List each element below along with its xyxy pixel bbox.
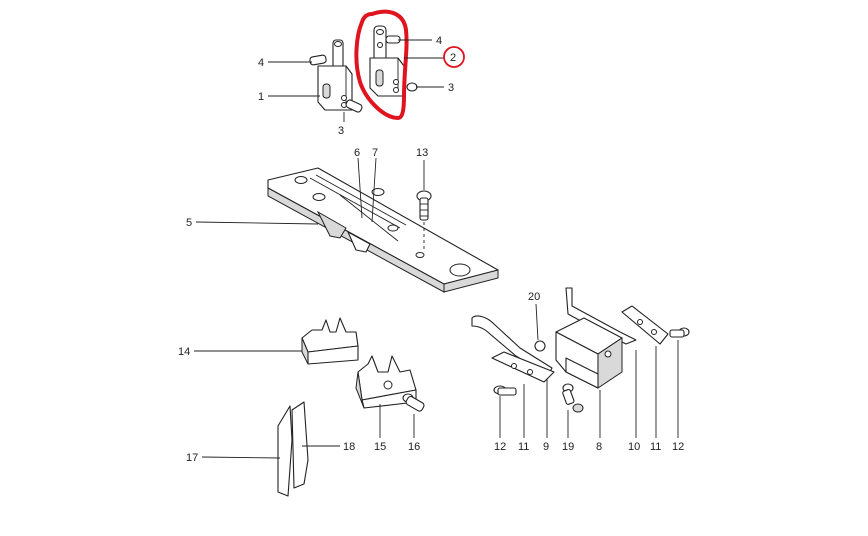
callout-17: 17 <box>186 452 198 464</box>
block-part-8: 8 <box>555 287 637 453</box>
callout-20: 20 <box>528 291 540 303</box>
callout-group-5: 5 6 7 <box>186 147 378 229</box>
callout-16: 16 <box>408 441 420 453</box>
guide-block-part-14: 14 <box>178 317 359 365</box>
callout-11b: 11 <box>650 441 661 453</box>
hinge-block-part-2 <box>369 25 418 97</box>
callout-2-circle <box>443 46 465 68</box>
callout-13: 13 <box>416 147 428 159</box>
plate-part-11-right: 11 <box>621 305 669 453</box>
callout-1: 1 <box>258 91 264 103</box>
plate-part-11-left: 11 <box>491 351 555 453</box>
callout-10: 10 <box>628 441 640 453</box>
callout-5: 5 <box>186 217 192 229</box>
callout-8: 8 <box>596 441 602 453</box>
blade-part-17: 17 <box>186 405 293 497</box>
callout-3b: 3 <box>448 82 454 94</box>
callout-2: 2 <box>450 52 456 64</box>
red-highlight-loop <box>354 9 409 121</box>
callout-4a: 4 <box>258 57 264 69</box>
callout-11a: 11 <box>518 441 529 453</box>
callout-9: 9 <box>543 441 549 453</box>
callout-12b: 12 <box>672 441 684 453</box>
callout-6: 6 <box>354 147 360 159</box>
callout-4b: 4 <box>436 35 442 47</box>
hinge-block-part-1 <box>309 39 363 113</box>
screw-part-12-right: 12 <box>669 327 690 453</box>
throat-plate-part-5 <box>267 167 499 293</box>
screw-part-19: 19 <box>562 383 584 453</box>
screw-part-12-left: 12 <box>493 385 517 453</box>
callout-group-2: 4 2 3 <box>398 35 465 94</box>
screw-part-16: 16 <box>402 393 425 453</box>
callout-15: 15 <box>374 441 386 453</box>
guide-block-part-15: 15 <box>355 355 417 453</box>
spring-bracket-part-9: 9 <box>471 315 553 453</box>
screw-part-13: 13 <box>416 147 432 250</box>
spacer-part-20: 20 <box>528 291 546 352</box>
blade-part-18: 18 <box>291 401 355 489</box>
callout-group-1: 4 1 3 <box>258 57 345 137</box>
callout-19: 19 <box>562 441 574 453</box>
callout-14: 14 <box>178 346 190 358</box>
callout-3a: 3 <box>338 125 344 137</box>
callout-12a: 12 <box>494 441 506 453</box>
callout-18: 18 <box>343 441 355 453</box>
callout-7: 7 <box>372 147 378 159</box>
spring-part-10: 10 <box>628 350 640 453</box>
